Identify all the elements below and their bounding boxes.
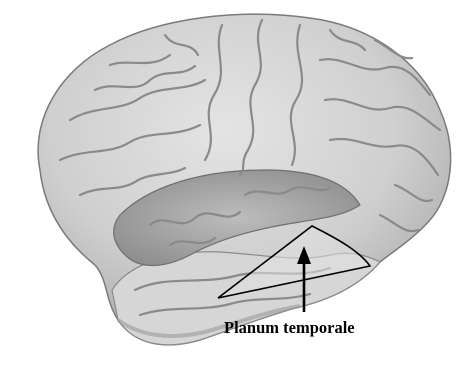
planum-temporale-label: Planum temporale: [224, 318, 355, 337]
